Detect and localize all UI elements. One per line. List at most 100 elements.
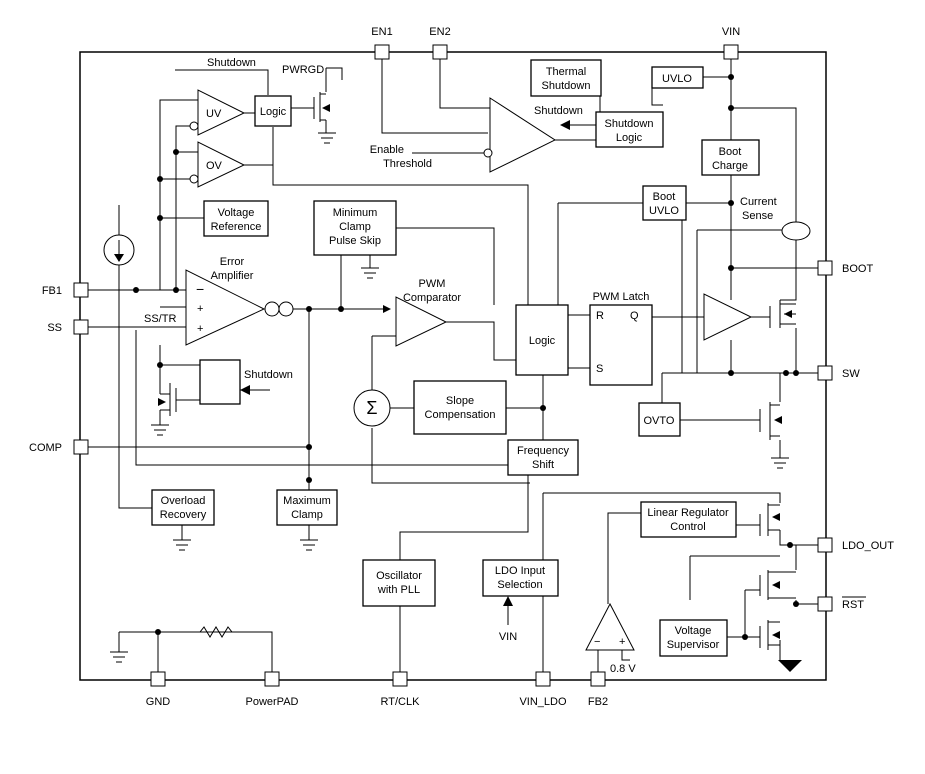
- supervisor-fets: [745, 570, 796, 650]
- block-oscillator: Oscillator with PLL: [362, 559, 436, 607]
- block-voltage-supervisor: Voltage Supervisor: [659, 619, 728, 657]
- svg-text:Logic: Logic: [260, 106, 287, 118]
- gm-output-ring-2: [278, 301, 294, 317]
- svg-text:VIN: VIN: [722, 26, 740, 38]
- label-enable-threshold: Enable: [370, 144, 404, 156]
- fb2-amplifier: [585, 602, 635, 651]
- svg-text:SS: SS: [47, 322, 62, 334]
- block-shutdown-logic: Shutdown Logic: [595, 111, 664, 148]
- svg-text:Sense: Sense: [742, 210, 773, 222]
- high-side-fet: [769, 300, 796, 328]
- svg-text:EN2: EN2: [429, 26, 450, 38]
- block-linear-regulator-control: Linear Regulator Control: [640, 501, 737, 538]
- svg-text:Slope: Slope: [446, 395, 474, 407]
- svg-text:+: +: [197, 303, 203, 315]
- pin-fb1: FB1: [42, 282, 89, 298]
- pin-ldo-out: LDO_OUT: [817, 537, 894, 553]
- block-logic-main: Logic: [515, 304, 569, 376]
- svg-text:Clamp: Clamp: [291, 509, 323, 521]
- pin-vin-ldo: VIN_LDO: [519, 671, 567, 708]
- svg-text:Shutdown: Shutdown: [542, 80, 591, 92]
- block-uvlo: UVLO: [651, 66, 704, 89]
- label-error-amplifier: Error: [220, 256, 245, 268]
- uv-comparator: [197, 89, 246, 136]
- block-thermal-shutdown: Thermal Shutdown: [530, 59, 602, 97]
- svg-text:Shutdown: Shutdown: [605, 118, 654, 130]
- svg-text:FB1: FB1: [42, 285, 62, 297]
- svg-text:−: −: [594, 636, 600, 648]
- svg-text:Threshold: Threshold: [383, 158, 432, 170]
- block-overload-recovery: Overload Recovery: [151, 489, 215, 526]
- block-boot-charge: Boot Charge: [701, 139, 760, 176]
- svg-text:Compensation: Compensation: [425, 409, 496, 421]
- svg-text:LDO_OUT: LDO_OUT: [842, 540, 894, 552]
- pin-rst: RST: [817, 596, 866, 612]
- svg-text:COMP: COMP: [29, 442, 62, 454]
- label-pwm-comparator: PWM: [419, 278, 446, 290]
- ground-triangle-icon: [778, 660, 802, 672]
- svg-text:EN1: EN1: [371, 26, 392, 38]
- svg-text:Comparator: Comparator: [403, 292, 461, 304]
- label-shutdown-ss: Shutdown: [244, 369, 293, 381]
- pin-rt-clk: RT/CLK: [381, 671, 421, 708]
- block-frequency-shift: Frequency Shift: [507, 439, 579, 476]
- pin-boot: BOOT: [817, 260, 873, 276]
- block-ldo-input-selection: LDO Input Selection: [482, 559, 559, 597]
- svg-text:Pulse Skip: Pulse Skip: [329, 235, 381, 247]
- svg-text:+: +: [197, 323, 203, 335]
- svg-text:VIN_LDO: VIN_LDO: [519, 696, 567, 708]
- svg-text:R: R: [596, 310, 604, 322]
- svg-text:RST: RST: [842, 599, 864, 611]
- pin-gnd: GND: [146, 671, 170, 708]
- uv-label: UV: [206, 108, 222, 120]
- ss-discharge-fet: [158, 383, 200, 416]
- svg-text:OVTO: OVTO: [644, 415, 675, 427]
- label-0v8: 0.8 V: [610, 663, 636, 675]
- label-shutdown-top: Shutdown: [207, 57, 256, 69]
- pin-en2: EN2: [429, 26, 451, 60]
- summing-node: [353, 389, 391, 427]
- svg-text:Minimum: Minimum: [333, 207, 378, 219]
- ground-symbols: [110, 132, 802, 672]
- svg-text:Σ: Σ: [366, 398, 377, 418]
- pwm-comparator: [395, 296, 448, 347]
- block-ovto: OVTO: [638, 402, 681, 437]
- gate-driver: [703, 293, 753, 341]
- svg-text:SW: SW: [842, 368, 860, 380]
- pin-vin: VIN: [722, 26, 740, 60]
- ldo-pass-fet: [759, 503, 780, 536]
- pin-ss: SS: [47, 319, 89, 335]
- label-pwrgd: PWRGD: [282, 64, 324, 76]
- svg-text:BOOT: BOOT: [842, 263, 873, 275]
- svg-text:Maximum: Maximum: [283, 495, 331, 507]
- ov-label: OV: [206, 160, 223, 172]
- svg-text:LDO Input: LDO Input: [495, 565, 545, 577]
- svg-text:Amplifier: Amplifier: [211, 270, 254, 282]
- svg-text:RT/CLK: RT/CLK: [381, 696, 421, 708]
- block-voltage-reference: Voltage Reference: [203, 200, 269, 237]
- label-shutdown-mid: Shutdown: [534, 105, 583, 117]
- svg-text:Linear Regulator: Linear Regulator: [647, 507, 729, 519]
- svg-text:FB2: FB2: [588, 696, 608, 708]
- low-side-fet: [759, 402, 782, 440]
- pwrgd-fet: [313, 92, 330, 122]
- svg-text:Clamp: Clamp: [339, 221, 371, 233]
- block-logic-top: Logic: [254, 95, 292, 127]
- block-minimum-clamp: Minimum Clamp Pulse Skip: [313, 200, 397, 256]
- svg-text:Shift: Shift: [532, 459, 554, 471]
- svg-text:UVLO: UVLO: [662, 73, 692, 85]
- svg-text:−: −: [196, 281, 204, 297]
- svg-text:Logic: Logic: [529, 335, 556, 347]
- svg-text:Recovery: Recovery: [160, 509, 207, 521]
- block-slope-compensation: Slope Compensation: [413, 380, 507, 435]
- junctions: [133, 74, 799, 640]
- svg-text:with PLL: with PLL: [377, 584, 420, 596]
- pin-en1: EN1: [371, 26, 393, 60]
- pin-fb2: FB2: [588, 671, 608, 708]
- svg-text:Selection: Selection: [497, 579, 542, 591]
- label-pwm-latch: PWM Latch: [593, 291, 650, 303]
- svg-text:+: +: [619, 636, 625, 648]
- svg-text:PowerPAD: PowerPAD: [246, 696, 299, 708]
- block-ss-shutdown: [199, 359, 241, 405]
